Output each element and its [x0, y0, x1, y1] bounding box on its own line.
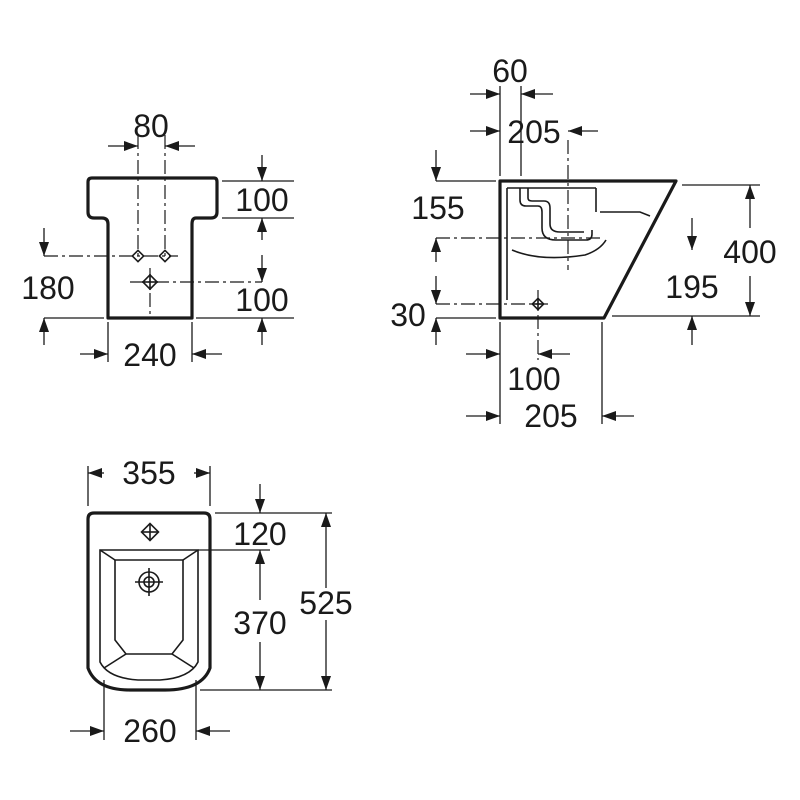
- top-tap-hole: [140, 522, 160, 542]
- top-dim-370: 370: [233, 605, 286, 641]
- rear-inlet-hole-left: [131, 249, 145, 263]
- side-dim-205-top: 205: [507, 114, 560, 150]
- rear-dim-80: 80: [133, 108, 169, 144]
- side-dim-205-bottom: 205: [524, 398, 577, 434]
- side-view: 60 205 155 30 400 195: [390, 53, 776, 434]
- rear-view-outline: [86, 176, 219, 320]
- top-view: 355 120 370 525 260: [70, 455, 353, 749]
- side-dim-100: 100: [507, 361, 560, 397]
- side-dim-195: 195: [665, 269, 718, 305]
- side-dim-400: 400: [723, 234, 776, 270]
- rear-outlet-hole: [141, 273, 159, 291]
- rear-view: 80 100 100 180 240: [21, 108, 294, 373]
- side-view-outline: [498, 179, 678, 320]
- top-drain: [135, 568, 163, 596]
- side-dim-30: 30: [390, 297, 426, 333]
- rear-dim-180: 180: [21, 270, 74, 306]
- rear-dim-100-upper: 100: [235, 182, 288, 218]
- top-dim-525: 525: [299, 585, 352, 621]
- top-view-outline: [86, 511, 212, 692]
- rear-inlet-hole-right: [158, 249, 172, 263]
- top-dim-355: 355: [122, 455, 175, 491]
- top-dim-120: 120: [233, 516, 286, 552]
- top-dim-260: 260: [123, 713, 176, 749]
- rear-dim-240: 240: [123, 337, 176, 373]
- side-dim-155: 155: [411, 190, 464, 226]
- side-dim-60: 60: [492, 53, 528, 89]
- side-outlet-hole: [531, 297, 545, 311]
- rear-dim-100-lower: 100: [235, 282, 288, 318]
